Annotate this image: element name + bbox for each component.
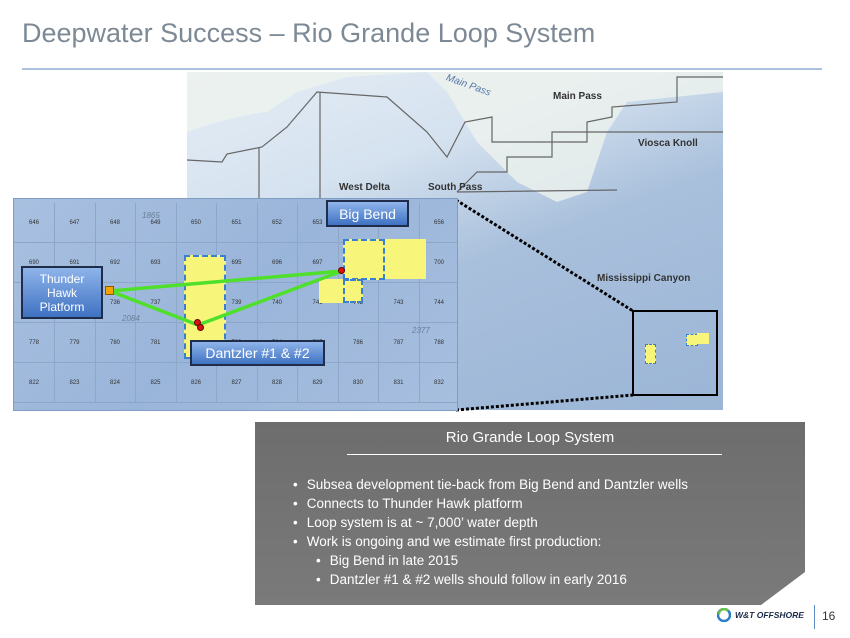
lease-block-cell: 740 bbox=[257, 283, 298, 323]
lease-block-cell: 829 bbox=[297, 363, 339, 403]
lease-block-cell: 822 bbox=[14, 363, 55, 403]
logo-swirl-icon bbox=[717, 608, 731, 622]
platform-marker bbox=[105, 286, 114, 295]
region-label-mississippi-canyon: Mississippi Canyon bbox=[597, 273, 691, 284]
summary-title: Rio Grande Loop System bbox=[445, 429, 615, 446]
summary-bullets: Subsea development tie-back from Big Ben… bbox=[293, 475, 688, 589]
footer-divider bbox=[814, 605, 815, 629]
lease-block-cell: 825 bbox=[135, 363, 177, 403]
lease-block-cell: 828 bbox=[257, 363, 298, 403]
bullet: Subsea development tie-back from Big Ben… bbox=[293, 475, 688, 494]
lease-block-cell: 832 bbox=[419, 363, 457, 403]
lease-block-cell: 651 bbox=[216, 203, 258, 243]
lease-block-cell: 780 bbox=[95, 323, 136, 363]
lease-block-cell: 781 bbox=[135, 323, 177, 363]
lease-block-mini bbox=[645, 344, 656, 364]
depth-label: 2084 bbox=[122, 314, 140, 323]
bullet: Loop system is at ~ 7,000’ water depth bbox=[293, 513, 688, 532]
lease-block-cell: 741 bbox=[297, 283, 339, 323]
lease-block-cell: 647 bbox=[54, 203, 96, 243]
lease-block-cell: 823 bbox=[54, 363, 96, 403]
depth-label: 1865 bbox=[142, 211, 160, 220]
well-marker-big-bend bbox=[338, 267, 345, 274]
title-divider bbox=[22, 68, 822, 70]
lease-block-cell: 736 bbox=[95, 283, 136, 323]
region-label-west-delta: West Delta bbox=[339, 182, 390, 193]
region-label-viosca-knoll: Viosca Knoll bbox=[638, 138, 698, 149]
lease-block-cell: 830 bbox=[338, 363, 379, 403]
lease-block-cell: 826 bbox=[176, 363, 217, 403]
lease-block-cell: 788 bbox=[419, 323, 457, 363]
depth-label: 2377 bbox=[412, 326, 430, 335]
lease-698 bbox=[343, 239, 385, 280]
lease-block-cell: 824 bbox=[95, 363, 136, 403]
slide-title: Deepwater Success – Rio Grande Loop Syst… bbox=[22, 18, 596, 48]
lease-block-cell: 650 bbox=[176, 203, 217, 243]
lease-block-cell: 649 bbox=[135, 203, 177, 243]
sub-bullet: Big Bend in late 2015 bbox=[293, 551, 688, 570]
callout-big-bend: Big Bend bbox=[326, 200, 409, 227]
callout-thunder-hawk: Thunder Hawk Platform bbox=[21, 266, 103, 319]
bullet: Connects to Thunder Hawk platform bbox=[293, 494, 688, 513]
lease-block-cell: 696 bbox=[257, 243, 298, 283]
lease-block-cell: 831 bbox=[378, 363, 420, 403]
lease-block-cell: 693 bbox=[135, 243, 177, 283]
lease-block-cell: 695 bbox=[216, 243, 258, 283]
callout-dantzler: Dantzler #1 & #2 bbox=[190, 340, 325, 366]
lease-block-mini bbox=[697, 333, 709, 344]
page-number: 16 bbox=[822, 609, 836, 623]
region-label-south-pass: South Pass bbox=[428, 182, 483, 193]
lease-block-cell: 737 bbox=[135, 283, 177, 323]
lease-block-cell: 743 bbox=[378, 283, 420, 323]
company-logo: W&T OFFSHORE bbox=[717, 608, 804, 622]
logo-text: W&T OFFSHORE bbox=[735, 610, 804, 620]
lease-block-cell: 652 bbox=[257, 203, 298, 243]
summary-panel: Rio Grande Loop System Subsea developmen… bbox=[255, 422, 805, 605]
lease-block-cell: 779 bbox=[54, 323, 96, 363]
sub-bullet: Dantzler #1 & #2 wells should follow in … bbox=[293, 570, 688, 589]
lease-block-cell: 778 bbox=[14, 323, 55, 363]
region-label-main-pass: Main Pass bbox=[553, 91, 602, 102]
lease-block-cell: 827 bbox=[216, 363, 258, 403]
lease-block-cell: 744 bbox=[419, 283, 457, 323]
well-marker-dantzler-2 bbox=[197, 324, 204, 331]
lease-742 bbox=[343, 279, 363, 303]
lease-block-cell: 700 bbox=[419, 243, 457, 283]
lease-block-cell: 787 bbox=[378, 323, 420, 363]
lease-block-cell: 697 bbox=[297, 243, 339, 283]
lease-block-cell: 692 bbox=[95, 243, 136, 283]
summary-divider bbox=[347, 454, 722, 455]
map-boundaries bbox=[187, 72, 723, 202]
zoom-area-box bbox=[632, 310, 718, 396]
lease-block-cell: 656 bbox=[419, 203, 457, 243]
lease-block-cell: 786 bbox=[338, 323, 379, 363]
lease-block-cell: 648 bbox=[95, 203, 136, 243]
lease-741 bbox=[319, 279, 343, 303]
lease-699 bbox=[385, 239, 426, 279]
bullet: Work is ongoing and we estimate first pr… bbox=[293, 532, 688, 551]
lease-block-cell: 646 bbox=[14, 203, 55, 243]
